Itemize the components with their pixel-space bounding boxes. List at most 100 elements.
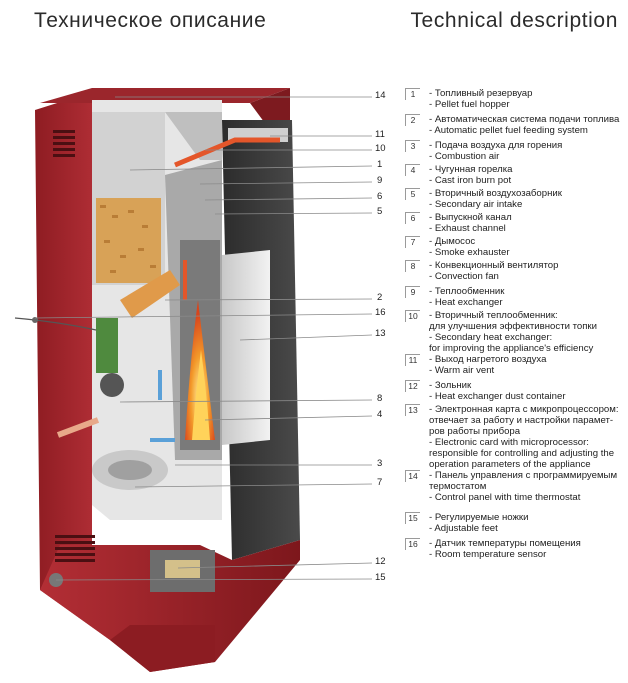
legend-text: - Датчик температуры помещения- Room tem…: [429, 538, 581, 560]
label-9: 9: [377, 175, 383, 186]
legend-line: - Smoke exhauster: [429, 247, 510, 258]
legend-item: 11- Выход нагретого воздуха- Warm air ve…: [405, 354, 625, 376]
legend-line: - Зольник: [429, 380, 472, 391]
legend-line: - Exhaust channel: [429, 223, 506, 234]
room-sensor: [32, 317, 38, 323]
legend-line: for improving the appliance's efficiency: [429, 343, 594, 354]
legend-line: - Датчик температуры помещения: [429, 538, 581, 549]
base-housing: [40, 540, 300, 672]
legend-item: 12 - Зольник- Heat exchanger dust contain…: [405, 380, 625, 402]
label-4: 4: [377, 409, 383, 420]
legend-line: - Выпускной канал: [429, 212, 512, 223]
legend-line: - Secondary air intake: [429, 199, 523, 210]
legend-number: 12: [405, 380, 420, 392]
legend-text: - Теплообменник- Heat exchanger: [429, 286, 504, 308]
legend-number: 6: [405, 212, 420, 224]
legend-line: - Adjustable feet: [429, 523, 498, 534]
legend-number: 7: [405, 236, 420, 248]
label-6: 6: [377, 191, 383, 202]
legend-item: 1 - Топливный резервуар- Pellet fuel hopp…: [405, 88, 625, 110]
label-1: 1: [377, 159, 383, 170]
label-16: 16: [375, 307, 386, 318]
legend-number: 10: [405, 310, 420, 322]
label-3: 3: [377, 458, 383, 469]
legend-number: 2: [405, 114, 420, 126]
top-cap: [40, 88, 290, 103]
legend-item: 3- Подача воздуха для горения- Combustio…: [405, 140, 625, 162]
legend-line: - Вторичный теплообменник:: [429, 310, 558, 321]
legend-line: operation parameters of the appliance: [429, 459, 591, 470]
legend-line: - Автоматическая система подачи топлива: [429, 114, 620, 125]
legend-number: 15: [405, 512, 420, 524]
legend-line: отвечает за работу и настройки парамет-: [429, 415, 614, 426]
legend-line: - Вторичный воздухозаборник: [429, 188, 562, 199]
legend-number: 16: [405, 538, 420, 550]
housing-left-panel: [35, 92, 110, 640]
legend-line: - Room temperature sensor: [429, 549, 547, 560]
legend-line: - Automatic pellet fuel feeding system: [429, 125, 588, 136]
legend-line: - Combustion air: [429, 151, 500, 162]
legend-line: термостатом: [429, 481, 487, 492]
title-ru: Техническое описание: [34, 9, 267, 32]
legend-text: - Автоматическая система подачи топлива-…: [429, 114, 619, 136]
legend-line: - Дымосос: [429, 236, 476, 247]
label-14: 14: [375, 90, 386, 101]
legend-line: - Выход нагретого воздуха: [429, 354, 547, 365]
label-10: 10: [375, 143, 386, 154]
legend-line: - Топливный резервуар: [429, 88, 533, 99]
legend-item: 15 - Регулируемые ножки- Adjustable feet: [405, 512, 625, 534]
legend-line: - Heat exchanger: [429, 297, 503, 308]
warm-air-arrow: [174, 137, 280, 168]
legend-text: - Вторичный теплообменник:для улучшения …: [429, 310, 597, 354]
label-5: 5: [377, 206, 383, 217]
legend-line: - Чугунная горелка: [429, 164, 513, 175]
electronic-card: [96, 318, 118, 373]
legend-text: - Выход нагретого воздуха- Warm air vent: [429, 354, 546, 376]
legend-item: 8 - Конвекционный вентилятор- Convection …: [405, 260, 625, 282]
legend-text: - Дымосос- Smoke exhauster: [429, 236, 510, 258]
legend-text: - Зольник- Heat exchanger dust container: [429, 380, 566, 402]
legend-line: ров работы прибора: [429, 426, 521, 437]
control-panel: [165, 560, 200, 578]
legend-line: - Регулируемые ножки: [429, 512, 529, 523]
legend-item: 9 - Теплообменник- Heat exchanger: [405, 286, 625, 308]
legend-text: - Выпускной канал- Exhaust channel: [429, 212, 512, 234]
feed-screw: [120, 270, 180, 318]
legend-line: - Cast iron burn pot: [429, 175, 512, 186]
legend-text: - Подача воздуха для горения- Combustion…: [429, 140, 562, 162]
label-7: 7: [377, 477, 383, 488]
legend-line: - Convection fan: [429, 271, 499, 282]
legend-line: - Warm air vent: [429, 365, 495, 376]
legend-number: 8: [405, 260, 420, 272]
legend-item: 7 - Дымосос- Smoke exhauster: [405, 236, 625, 258]
legend-number: 13: [405, 404, 420, 416]
label-12: 12: [375, 556, 386, 567]
label-2: 2: [377, 292, 383, 303]
legend-line: responsible for controlling and adjustin…: [429, 448, 615, 459]
legend-text: - Чугунная горелка- Cast iron burn pot: [429, 164, 512, 186]
legend-line: - Control panel with time thermostat: [429, 492, 581, 503]
legend-line: - Электронная карта с микропроцессором:: [429, 404, 619, 415]
legend-line: - Панель управления с программируемым: [429, 470, 618, 481]
glass-door: [222, 250, 270, 445]
legend-line: - Heat exchanger dust container: [429, 391, 566, 402]
legend-text: - Вторичный воздухозаборник- Secondary a…: [429, 188, 562, 210]
label-11: 11: [375, 129, 385, 140]
legend-item: 10 - Вторичный теплообменник:для улучшени…: [405, 310, 625, 354]
legend-item: 16 - Датчик температуры помещения- Room t…: [405, 538, 625, 560]
legend-number: 5: [405, 188, 420, 200]
legend-number: 9: [405, 286, 420, 298]
legend-number: 1: [405, 88, 420, 100]
legend-item: 4- Чугунная горелка- Cast iron burn pot: [405, 164, 625, 186]
legend-item: 13 - Электронная карта с микропроцессором…: [405, 404, 625, 470]
legend-line: - Конвекционный вентилятор: [429, 260, 559, 271]
legend-line: - Secondary heat exchanger:: [429, 332, 553, 343]
vent-slits-left: [53, 130, 95, 562]
label-15: 15: [375, 572, 386, 583]
legend-line: - Pellet fuel hopper: [429, 99, 510, 110]
legend-item: 6 - Выпускной канал- Exhaust channel: [405, 212, 625, 234]
legend-text: - Топливный резервуар- Pellet fuel hoppe…: [429, 88, 532, 110]
